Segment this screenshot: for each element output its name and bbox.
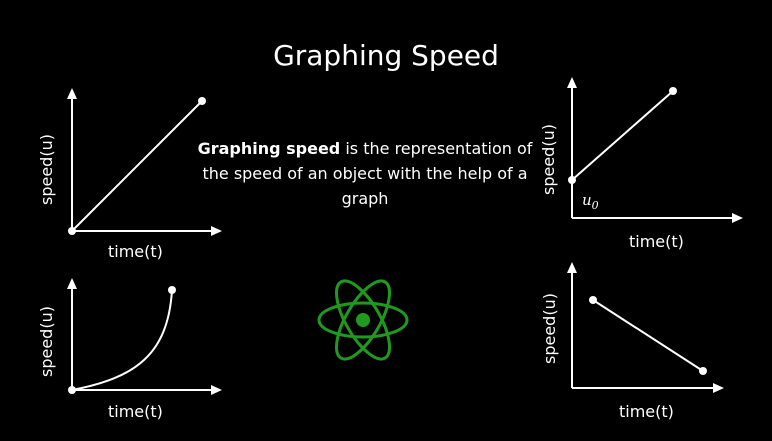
description-bold: Graphing speed <box>197 139 341 158</box>
y-axis-arrowhead <box>567 77 577 88</box>
y-axis-label: speed(u) <box>539 124 558 195</box>
start-point <box>68 386 76 394</box>
x-axis-arrowhead <box>713 383 724 393</box>
start-point <box>589 296 597 304</box>
x-axis-arrowhead <box>211 226 222 236</box>
atom-orbit-diagonal-2 <box>335 279 391 361</box>
end-point <box>669 87 677 95</box>
description-text: Graphing speed is the representation of … <box>195 136 535 211</box>
speed-line <box>592 299 704 372</box>
x-axis-arrowhead <box>732 213 743 223</box>
speed-line <box>71 100 203 232</box>
x-axis-arrowhead <box>211 385 222 395</box>
x-axis-label: time(t) <box>108 402 163 421</box>
start-point <box>68 227 76 235</box>
y-axis-label: speed(u) <box>37 134 56 205</box>
speed-line <box>571 90 674 181</box>
description-rest: is the representation of the speed of an… <box>202 139 533 208</box>
y-axis-arrowhead <box>567 262 577 273</box>
x-axis-label: time(t) <box>619 402 674 421</box>
x-axis-label: time(t) <box>108 242 163 261</box>
page-title: Graphing Speed <box>273 39 499 72</box>
y-axis-label: speed(u) <box>37 306 56 377</box>
end-point <box>198 97 206 105</box>
x-axis-label: time(t) <box>629 232 684 251</box>
end-point <box>699 367 707 375</box>
atom-orbit-horizontal <box>317 301 409 339</box>
intercept-label: u0 <box>582 191 599 212</box>
y-axis-arrowhead <box>67 278 77 289</box>
y-axis-arrowhead <box>67 88 77 99</box>
end-point <box>168 286 176 294</box>
speed-curve <box>71 289 173 391</box>
y-axis-label: speed(u) <box>540 293 559 364</box>
start-point <box>568 176 576 184</box>
atom-orbit-diagonal-1 <box>335 279 391 361</box>
atom-nucleus <box>356 313 370 327</box>
